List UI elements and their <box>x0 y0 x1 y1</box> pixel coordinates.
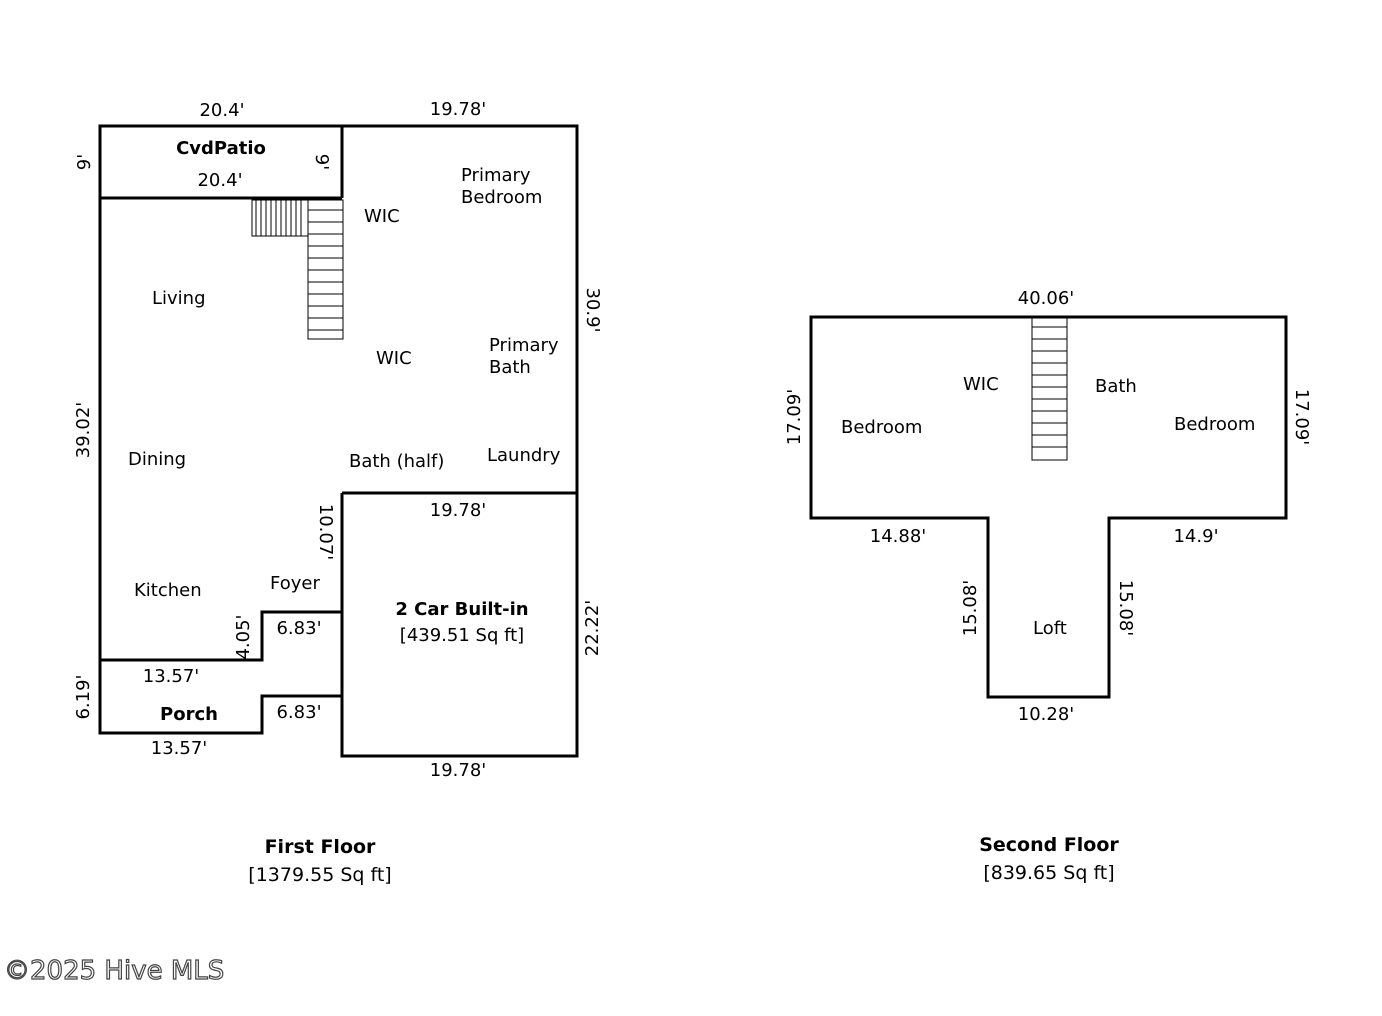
second-floor-area: [839.65 Sq ft] <box>983 862 1114 884</box>
room-loft: Loft <box>1033 618 1067 639</box>
room-primary-bedroom-line2: Bedroom <box>461 187 542 208</box>
room-kitchen: Kitchen <box>134 580 202 601</box>
dim-garage-right: 22.22' <box>582 600 603 656</box>
dim-bottom-left: 14.88' <box>870 526 926 547</box>
second-floor-outline <box>809 315 1288 699</box>
room-bath: Bath <box>1095 376 1137 397</box>
dim-foyer-step-h: 6.83' <box>276 618 321 639</box>
room-primary-bedroom-line1: Primary <box>461 165 531 186</box>
dim-porch-bottom: 13.57' <box>151 738 207 759</box>
room-wic: WIC <box>963 374 999 395</box>
dim-loft-left: 15.08' <box>960 580 981 636</box>
dim-right-upper: 30.9' <box>582 287 603 332</box>
dim-kitchen-bottom: 13.57' <box>143 666 199 687</box>
dim-patio-left: 9' <box>74 154 95 170</box>
dim-loft-right: 15.08' <box>1115 580 1136 636</box>
first-floor-plan: CvdPatio Primary Bedroom WIC Living WIC … <box>73 99 603 886</box>
room-dining: Dining <box>128 449 186 470</box>
dim-bottom-right: 14.9' <box>1173 526 1218 547</box>
second-floor-title: Second Floor <box>979 834 1119 856</box>
foyer-step-wall <box>100 610 342 662</box>
first-floor-area: [1379.55 Sq ft] <box>248 864 391 886</box>
room-garage: 2 Car Built-in <box>395 599 528 620</box>
watermark: ©2025 Hive MLS <box>4 956 224 986</box>
room-primary-bath-line2: Bath <box>489 357 531 378</box>
room-laundry: Laundry <box>487 445 561 466</box>
dim-porch-right: 6.83' <box>276 702 321 723</box>
garage-area: [439.51 Sq ft] <box>400 625 524 646</box>
dim-left-main: 39.02' <box>73 402 94 458</box>
stairs-icon <box>1031 316 1068 461</box>
room-primary-bath-line1: Primary <box>489 335 559 356</box>
dim-porch-left: 6.19' <box>73 674 94 719</box>
first-floor-title: First Floor <box>265 836 376 858</box>
room-wic-upper: WIC <box>364 206 400 227</box>
stairs-icon <box>251 199 344 340</box>
room-bedroom-left: Bedroom <box>841 417 922 438</box>
room-bath-half: Bath (half) <box>349 451 444 472</box>
dim-top-right: 19.78' <box>430 99 486 120</box>
room-living: Living <box>152 288 206 309</box>
dim-foyer-step-v: 4.05' <box>233 614 254 659</box>
dim-top-left: 20.4' <box>199 100 244 121</box>
dim-patio-right: 9' <box>311 154 332 170</box>
dim-garage-left: 10.07' <box>315 504 336 560</box>
room-porch: Porch <box>160 704 218 725</box>
dim-garage-top: 19.78' <box>430 500 486 521</box>
dim-garage-bottom: 19.78' <box>430 760 486 781</box>
room-foyer: Foyer <box>270 573 320 594</box>
dim-patio-inner: 20.4' <box>197 170 242 191</box>
room-cvdpatio: CvdPatio <box>176 138 266 159</box>
second-floor-plan: WIC Bath Bedroom Bedroom Loft 40.06' 17.… <box>784 288 1312 884</box>
dim-right: 17.09' <box>1291 389 1312 445</box>
dim-top: 40.06' <box>1018 288 1074 309</box>
room-wic-lower: WIC <box>376 348 412 369</box>
room-bedroom-right: Bedroom <box>1174 414 1255 435</box>
dim-loft-bottom: 10.28' <box>1018 704 1074 725</box>
dim-left: 17.09' <box>784 389 805 445</box>
